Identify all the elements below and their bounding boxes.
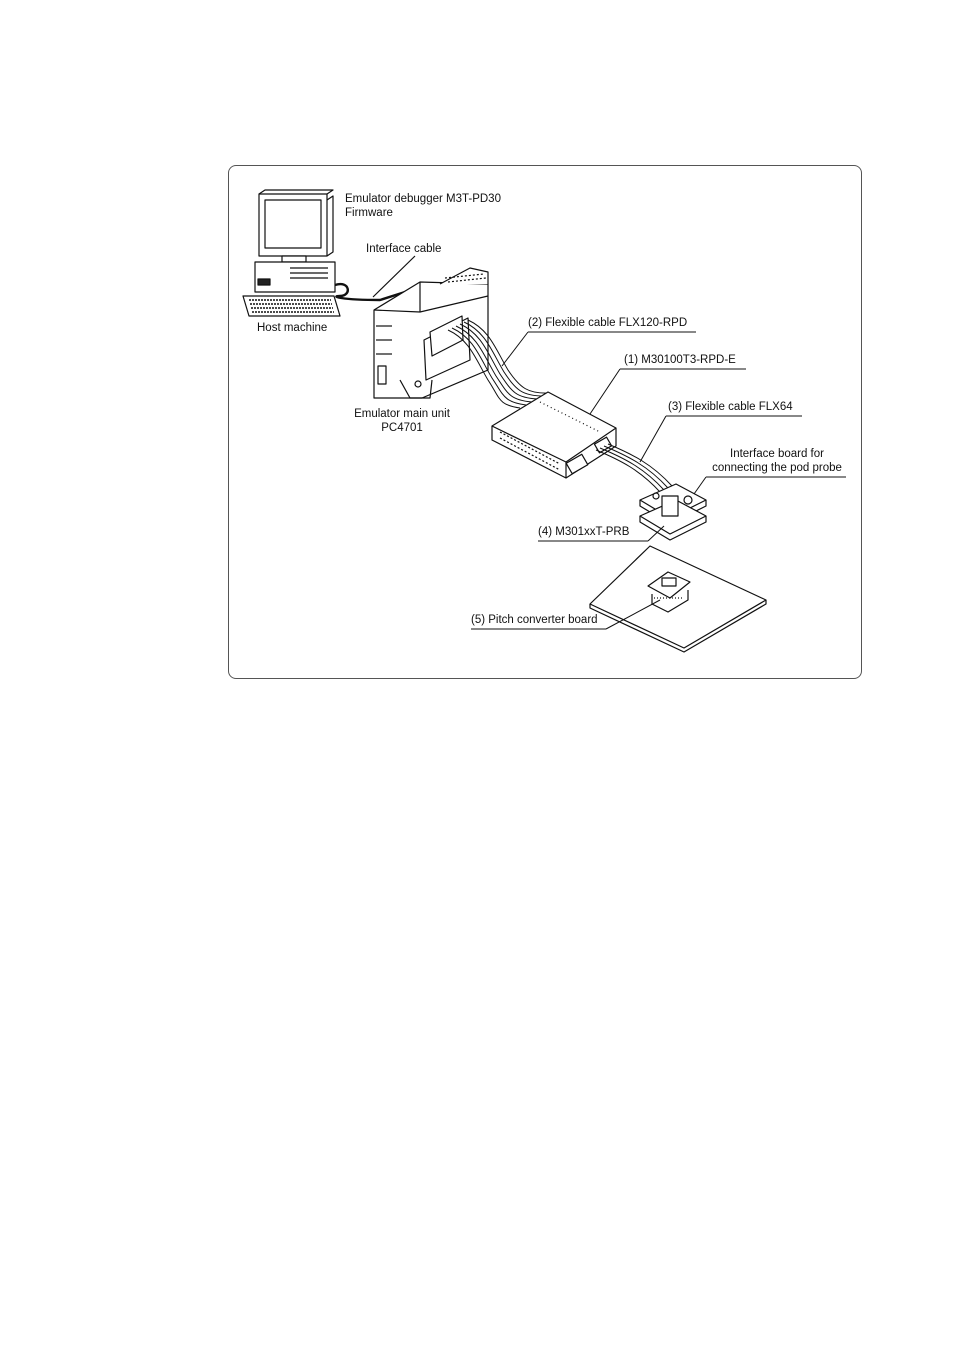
interface-cable xyxy=(334,282,406,302)
flexible-cable-flx64 xyxy=(595,443,673,493)
emulation-pod-icon xyxy=(491,391,617,479)
probe-label: (4) M301xxT-PRB xyxy=(538,526,630,538)
figure-frame xyxy=(228,165,862,679)
flexible-cable-flx120 xyxy=(447,319,551,409)
host-computer-icon xyxy=(242,189,341,317)
emulator-main-unit-icon xyxy=(373,267,489,399)
pitch-converter-label: (5) Pitch converter board xyxy=(471,614,598,626)
interface-cable-label: Interface cable xyxy=(366,243,442,255)
pitch-converter-board-icon xyxy=(589,545,767,653)
interface-board-icon xyxy=(639,483,707,541)
interface-board-label-line1: Interface board for xyxy=(730,448,824,460)
flex-cable-120-label: (2) Flexible cable FLX120-RPD xyxy=(528,317,688,329)
pod-label: (1) M30100T3-RPD-E xyxy=(624,354,736,366)
debugger-label-line2: Firmware xyxy=(345,207,393,219)
interface-board-label-line2: connecting the pod probe xyxy=(712,462,842,474)
debugger-label-line1: Emulator debugger M3T-PD30 xyxy=(345,193,501,205)
main-unit-label-line1: Emulator main unit xyxy=(354,408,450,420)
host-machine-label: Host machine xyxy=(257,322,328,334)
flex-cable-64-label: (3) Flexible cable FLX64 xyxy=(668,401,793,413)
main-unit-label-line2: PC4701 xyxy=(381,422,423,434)
